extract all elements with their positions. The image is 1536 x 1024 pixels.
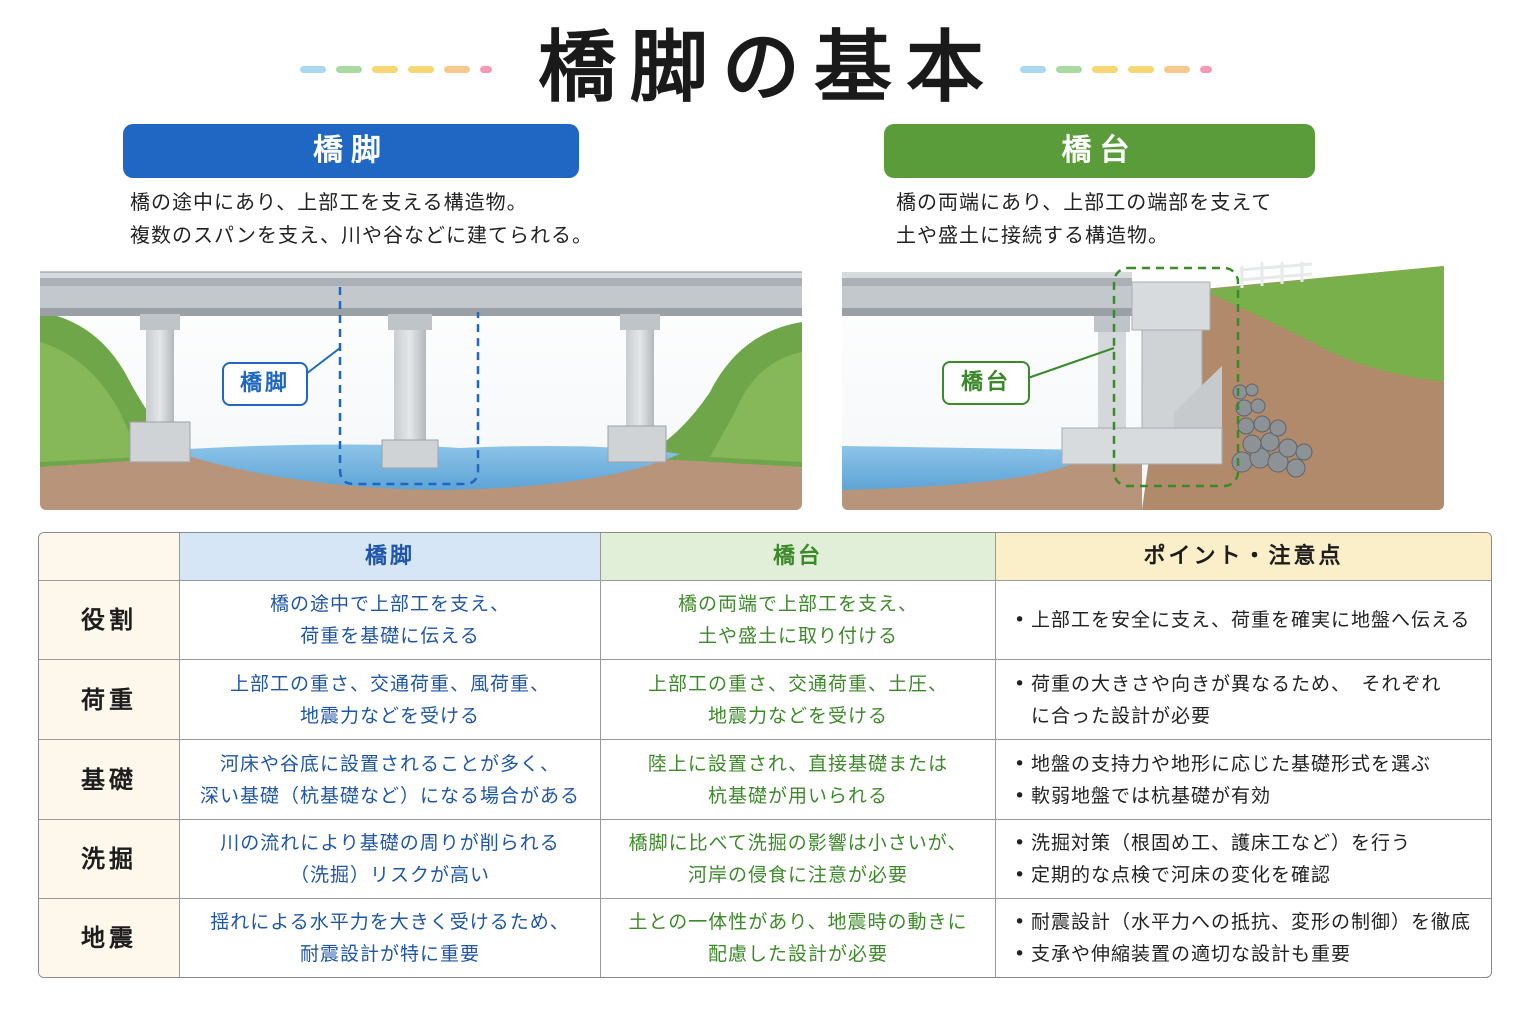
abutment-illustration-svg	[842, 262, 1444, 510]
pier-highlight	[338, 287, 480, 486]
grass-slope	[1202, 266, 1444, 382]
cell-line: 橋の途中で上部工を支え、	[269, 593, 510, 615]
point-item: 軟弱地盤では杭基礎が有効	[1014, 780, 1431, 812]
point-item: 洗掘対策（根固め工、護床工など）を行う	[1014, 827, 1411, 859]
pier-illustration-svg	[40, 262, 802, 510]
pier-1	[129, 314, 191, 463]
dot	[1128, 66, 1154, 73]
decorative-dots-right	[1020, 66, 1212, 73]
pier-heading: 橋脚	[123, 124, 579, 178]
title-area: 橋脚の基本	[0, 18, 1536, 118]
cell-pier-foundation: 河床や谷底に設置されることが多く、 深い基礎（杭基礎など）になる場合がある	[180, 740, 601, 820]
pier-description: 橋の途中にあり、上部工を支える構造物。 複数のスパンを支え、川や谷などに建てられ…	[130, 186, 593, 252]
row-label-scour: 洗掘	[39, 820, 180, 899]
cell-line: 杭基礎が用いられる	[707, 784, 888, 807]
cell-line: （洗掘）リスクが高い	[289, 864, 490, 886]
table-header-corner	[39, 533, 180, 581]
cell-line: 深い基礎（杭基礎など）になる場合がある	[199, 784, 580, 807]
cell-points-earthquake: 耐震設計（水平力への抵抗、変形の制御）を徹底 支承や伸縮装置の適切な設計も重要	[996, 899, 1491, 977]
abutment-heading: 橋台	[884, 124, 1315, 178]
abutment-desc-line: 橋の両端にあり、上部工の端部を支えて	[896, 190, 1273, 214]
cell-points-role: 上部工を安全に支え、荷重を確実に地盤へ伝える	[996, 581, 1491, 660]
point-item: 地盤の支持力や地形に応じた基礎形式を選ぶ	[1014, 748, 1431, 780]
cell-pier-role: 橋の途中で上部工を支え、 荷重を基礎に伝える	[180, 581, 601, 660]
cell-pier-earthquake: 揺れによる水平力を大きく受けるため、 耐震設計が特に重要	[180, 899, 601, 977]
cell-line: 耐震設計が特に重要	[299, 943, 480, 965]
pier-callout: 橋脚	[222, 362, 308, 406]
cell-abutment-foundation: 陸上に設置され、直接基礎または 杭基礎が用いられる	[601, 740, 996, 820]
table-header-pier: 橋脚	[180, 533, 601, 581]
dot	[1092, 66, 1118, 73]
cell-abutment-role: 橋の両端で上部工を支え、 土や盛土に取り付ける	[601, 581, 996, 660]
pier-3	[607, 314, 667, 463]
abutment-highlight	[1112, 266, 1240, 488]
cell-line: 土や盛土に取り付ける	[697, 625, 898, 647]
cell-line: 河岸の侵食に注意が必要	[687, 864, 908, 886]
row-label-earthquake: 地震	[39, 899, 180, 977]
fence	[1239, 262, 1313, 288]
pier-desc-line: 橋の途中にあり、上部工を支える構造物。	[130, 190, 528, 214]
cell-pier-load: 上部工の重さ、交通荷重、風荷重、 地震力などを受ける	[180, 660, 601, 740]
page-title: 橋脚の基本	[537, 23, 998, 113]
river	[842, 446, 1092, 490]
cell-points-foundation: 地盤の支持力や地形に応じた基礎形式を選ぶ 軟弱地盤では杭基礎が有効	[996, 740, 1491, 820]
abutment-description: 橋の両端にあり、上部工の端部を支えて 土や盛土に接続する構造物。	[896, 186, 1272, 252]
bridge-deck	[842, 286, 1132, 308]
cell-points-load: 荷重の大きさや向きが異なるため、 それぞれに合った設計が必要	[996, 660, 1491, 740]
cell-line: 配慮した設計が必要	[707, 943, 888, 965]
abutment-callout: 橋台	[942, 361, 1030, 405]
cell-abutment-earthquake: 土との一体性があり、地震時の動きに 配慮した設計が必要	[601, 899, 996, 977]
dot	[372, 66, 398, 73]
point-item: 耐震設計（水平力への抵抗、変形の制御）を徹底	[1014, 906, 1471, 938]
cell-line: 陸上に設置され、直接基礎または	[647, 752, 949, 775]
row-label-foundation: 基礎	[39, 740, 180, 820]
abutment-desc-line: 土や盛土に接続する構造物。	[896, 223, 1169, 247]
dot	[1164, 66, 1190, 73]
cell-line: 揺れによる水平力を大きく受けるため、	[210, 911, 570, 933]
decorative-dots-left	[300, 66, 492, 73]
cell-line: 地震力などを受ける	[299, 704, 480, 727]
cell-pier-scour: 川の流れにより基礎の周りが削られる （洗掘）リスクが高い	[180, 820, 601, 899]
dot	[408, 66, 434, 73]
cell-line: 橋脚に比べて洗掘の影響は小さいが、	[628, 832, 968, 854]
point-item: 荷重の大きさや向きが異なるため、 それぞれに合った設計が必要	[1014, 668, 1451, 732]
pier-desc-line: 複数のスパンを支え、川や谷などに建てられる。	[130, 223, 593, 247]
cell-line: 橋の両端で上部工を支え、	[677, 593, 918, 615]
riprap	[1231, 383, 1313, 478]
cell-abutment-scour: 橋脚に比べて洗掘の影響は小さいが、 河岸の侵食に注意が必要	[601, 820, 996, 899]
cell-line: 地震力などを受ける	[707, 704, 888, 727]
pier-2	[381, 314, 439, 469]
comparison-table: 橋脚 橋台 ポイント・注意点 役割 橋の途中で上部工を支え、 荷重を基礎に伝える…	[38, 532, 1492, 978]
cell-line: 上部工の重さ、交通荷重、風荷重、	[229, 672, 550, 695]
cell-line: 河床や谷底に設置されることが多く、	[219, 752, 560, 775]
dot	[300, 66, 326, 73]
point-item: 定期的な点検で河床の変化を確認	[1014, 859, 1411, 891]
row-label-role: 役割	[39, 581, 180, 660]
cell-line: 上部工の重さ、交通荷重、土圧、	[647, 672, 948, 695]
dot	[1056, 66, 1082, 73]
table-header-abutment: 橋台	[601, 533, 996, 581]
abutment-illustration	[842, 262, 1444, 510]
pier-illustration	[40, 262, 802, 510]
dot	[336, 66, 362, 73]
dot	[480, 66, 492, 73]
cell-line: 川の流れにより基礎の周りが削られる	[220, 832, 560, 854]
table-header-points: ポイント・注意点	[996, 533, 1491, 581]
cell-line: 土との一体性があり、地震時の動きに	[628, 911, 968, 933]
cell-points-scour: 洗掘対策（根固め工、護床工など）を行う 定期的な点検で河床の変化を確認	[996, 820, 1491, 899]
abutment-body	[1061, 281, 1223, 465]
point-item: 上部工を安全に支え、荷重を確実に地盤へ伝える	[1014, 604, 1470, 636]
dot	[1020, 66, 1046, 73]
cell-line: 荷重を基礎に伝える	[300, 625, 480, 647]
bridge-deck	[40, 286, 802, 308]
point-item: 支承や伸縮装置の適切な設計も重要	[1014, 938, 1471, 970]
row-label-load: 荷重	[39, 660, 180, 740]
dot	[444, 66, 470, 73]
dot	[1200, 66, 1212, 73]
cell-abutment-load: 上部工の重さ、交通荷重、土圧、 地震力などを受ける	[601, 660, 996, 740]
